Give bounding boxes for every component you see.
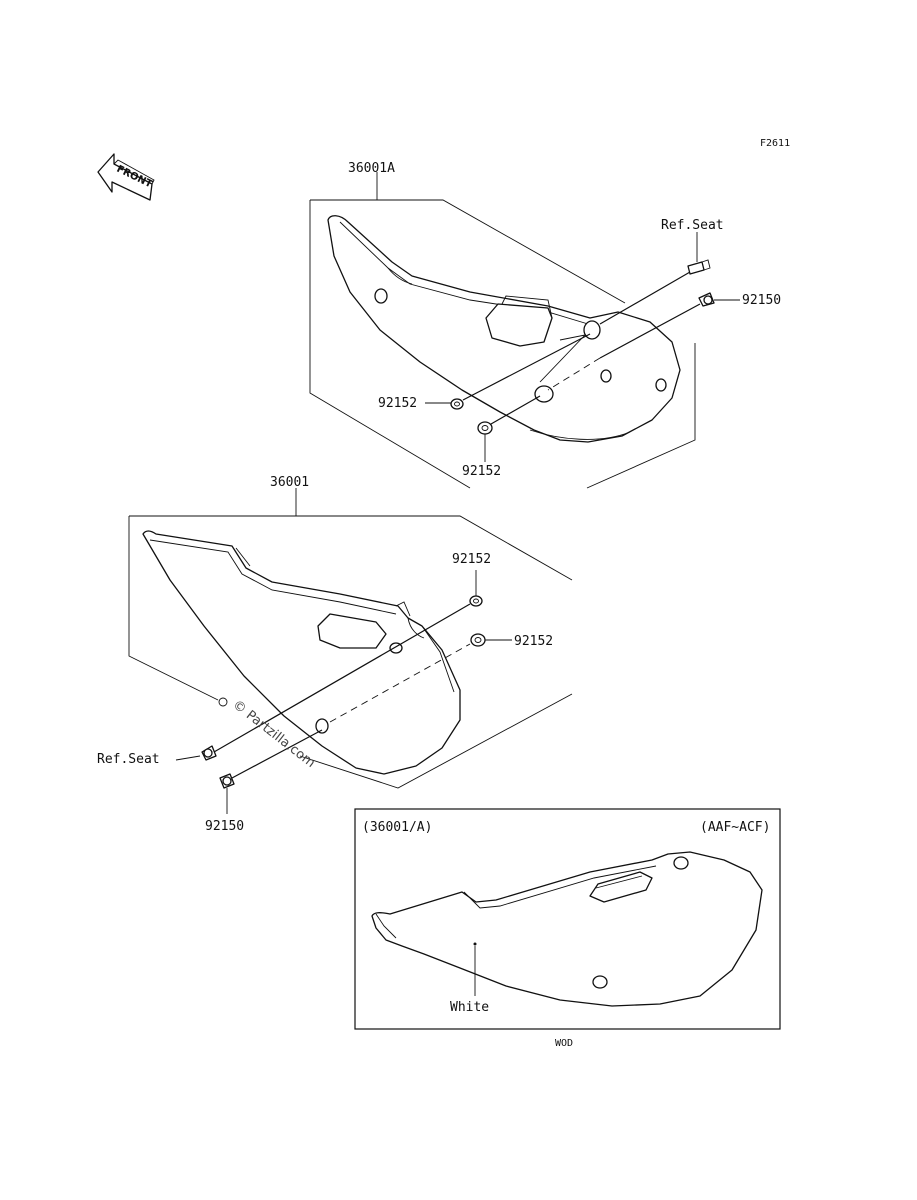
lower-frame-bottom [299,693,573,789]
upper-cover-group: 36001A Ref.Seat 92150 [309,161,781,489]
bolt-ref-seat-lower [201,745,217,761]
bolt-92150-lower [219,773,235,789]
inset-right-title: (AAF~ACF) [700,820,770,835]
washer-92152-d [470,633,486,647]
label-92152-b: 92152 [462,464,501,479]
washer-92152-a [450,398,464,410]
label-92150-lower: 92150 [205,819,244,834]
inset-caption: WOD [555,1038,573,1049]
upper-frame-top [310,199,626,304]
washer-92152-c [469,595,483,607]
lower-frame-left [128,516,219,701]
inset-left-title: (36001/A) [362,820,432,835]
bolt-ref-seat-upper [687,259,711,275]
label-92152-a: 92152 [378,396,417,411]
label-36001A: 36001A [348,161,395,176]
lower-frame-top [129,515,573,581]
label-36001: 36001 [270,475,309,490]
washer-92152-b [477,421,493,435]
inset-box: (36001/A) (AAF~ACF) White [354,808,781,1030]
front-arrow-icon: FRONT [97,153,155,201]
inset-color-note: White [450,1000,489,1015]
side-cover-36001 [142,530,461,775]
bolt-92150-upper [698,292,715,307]
label-ref-seat-lower: Ref.Seat [97,752,160,767]
label-92152-c: 92152 [452,552,491,567]
lower-cover-group: 36001 92152 92152 Ref.Seat [97,475,573,834]
watermark-circle [218,697,228,707]
label-92152-d: 92152 [514,634,553,649]
label-ref-seat-upper: Ref.Seat [661,218,724,233]
side-cover-white [371,851,763,1007]
upper-frame-left [309,200,471,489]
figure-code: F2611 [760,138,790,149]
upper-frame-right [586,343,696,489]
label-92150-upper: 92150 [742,293,781,308]
